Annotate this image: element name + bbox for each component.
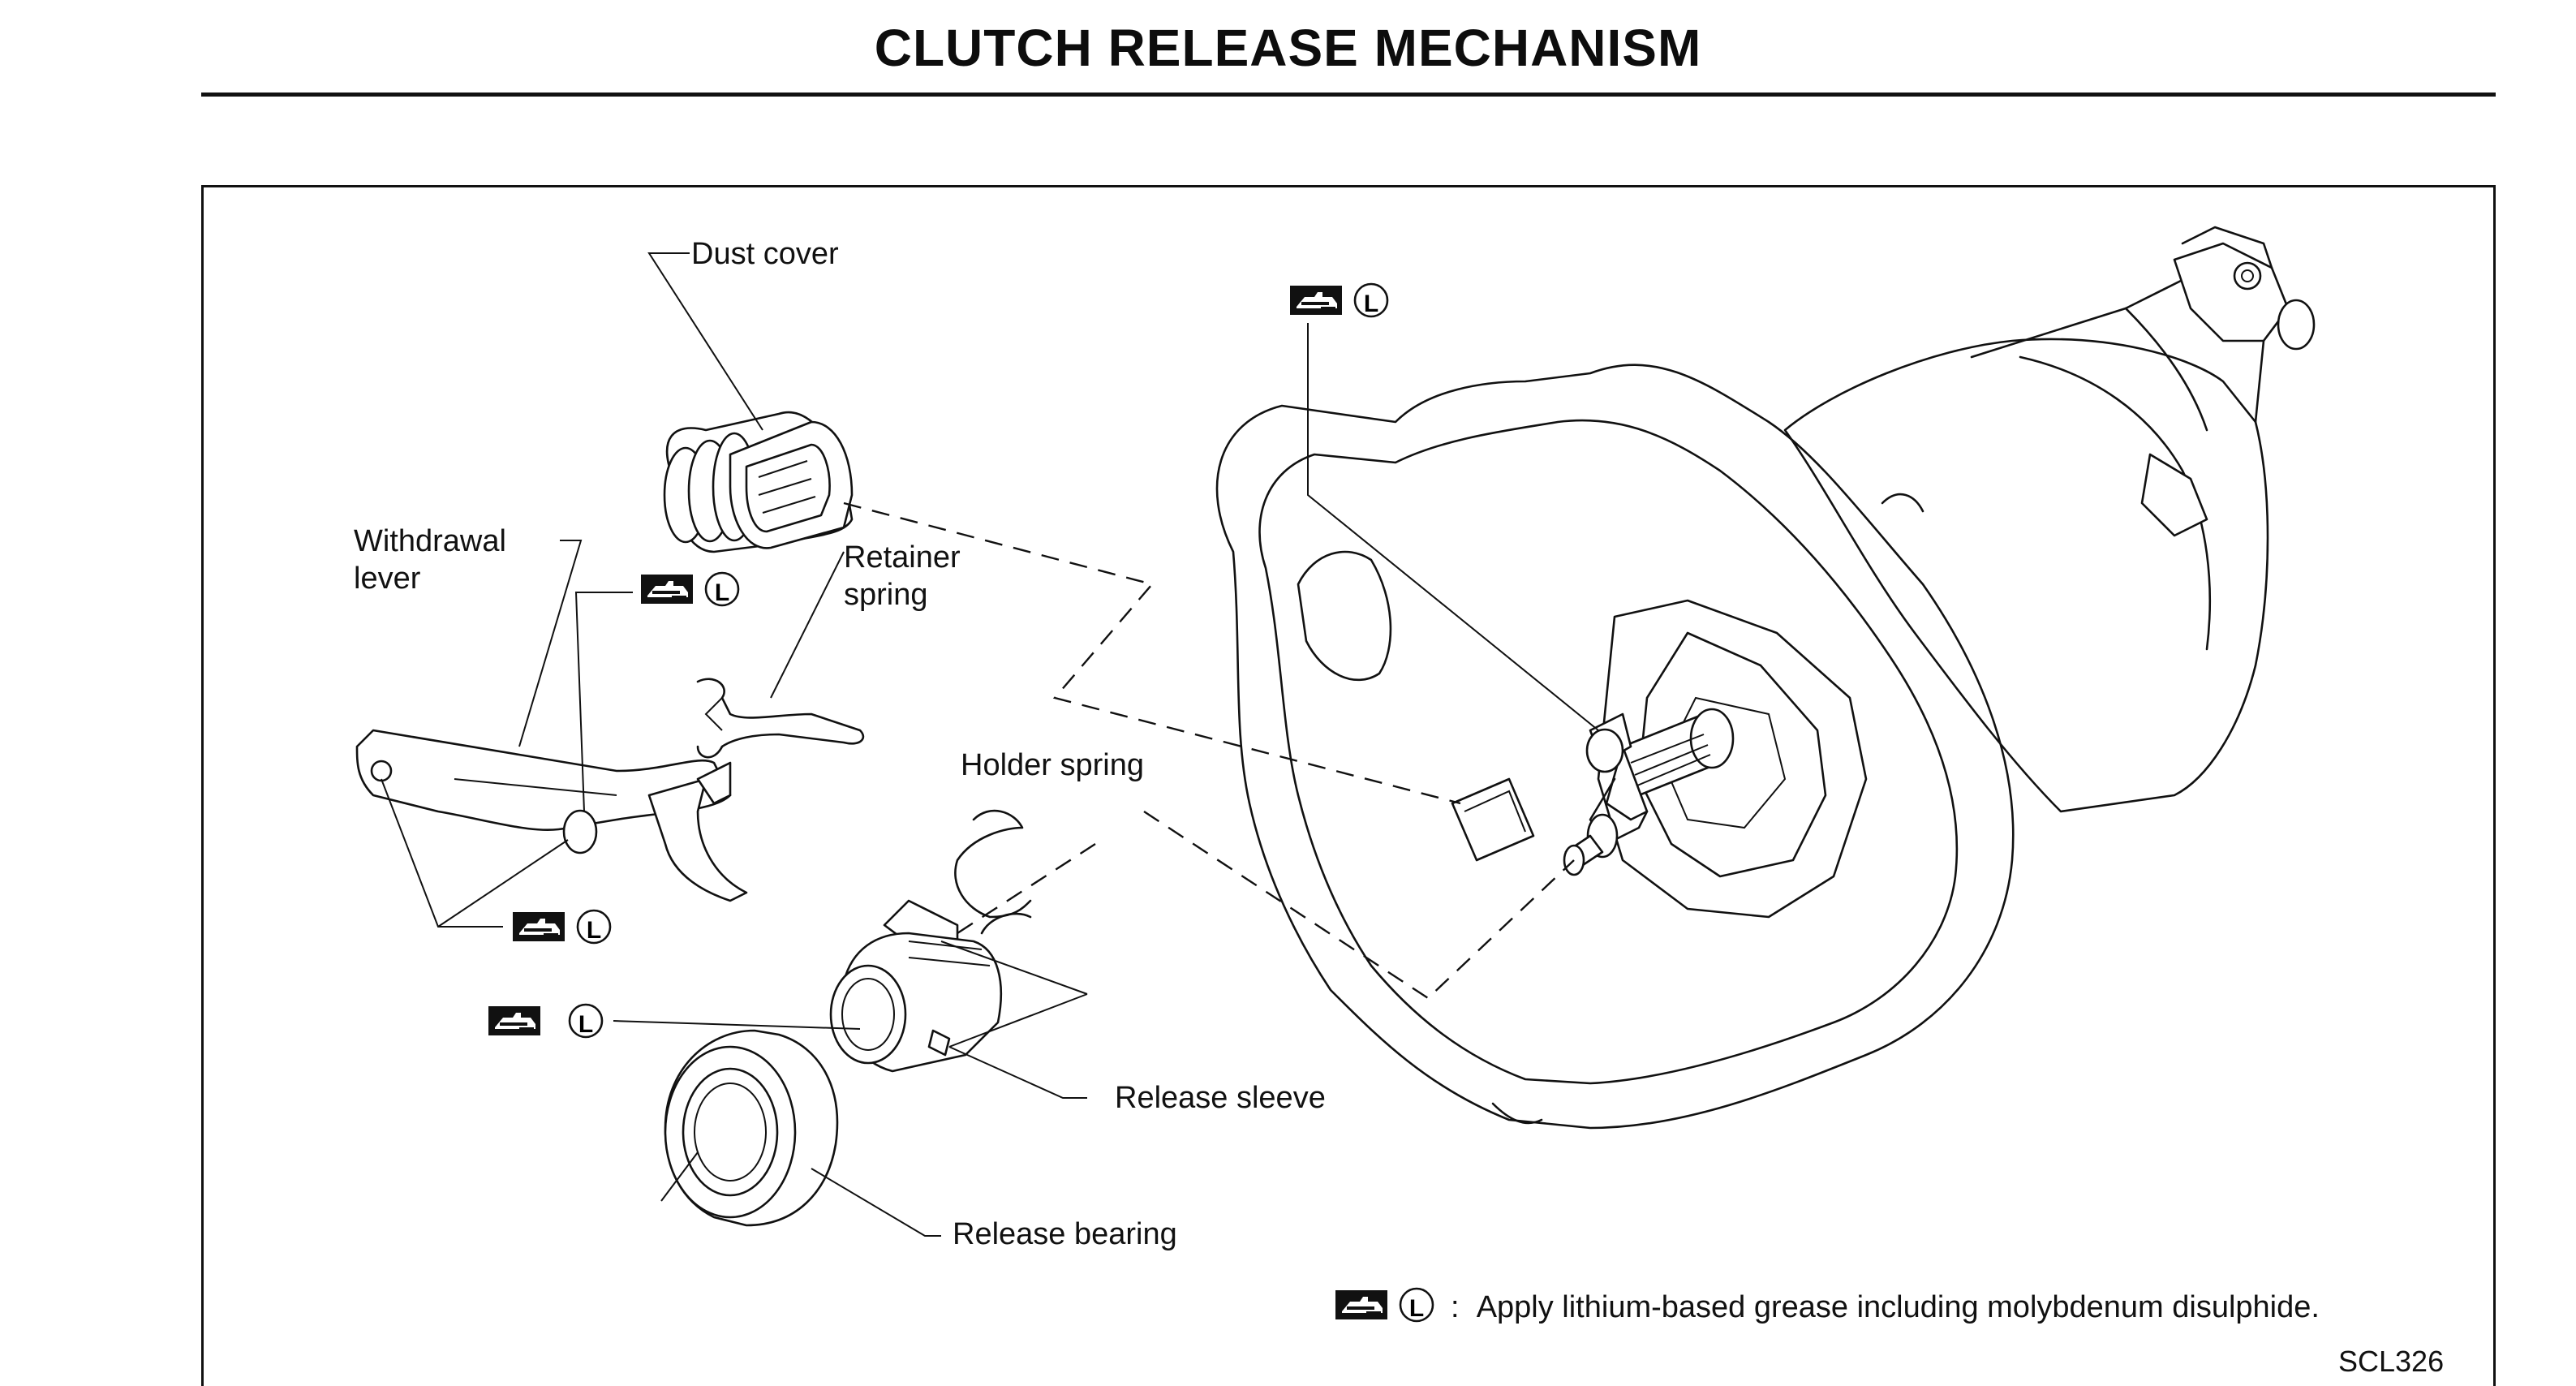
holder-spring [954, 809, 1032, 935]
grease-symbols [488, 282, 1434, 1323]
release-sleeve [829, 899, 1003, 1073]
grease-letter: L [1364, 291, 1378, 317]
label-retainer-spring: Retainer spring [844, 539, 961, 613]
label-withdrawal-lever-line1: Withdrawal [354, 524, 506, 558]
grease-note: : Apply lithium-based grease including m… [1337, 1289, 2473, 1326]
grease-note-text: Apply lithium-based grease including mol… [1476, 1290, 2320, 1324]
label-withdrawal-lever: Withdrawal lever [354, 523, 506, 597]
transmission-housing [1215, 226, 2316, 1130]
release-bearing [664, 1029, 839, 1227]
dust-cover [663, 411, 854, 553]
label-withdrawal-lever-line2: lever [354, 562, 421, 596]
grease-note-separator: : [1451, 1290, 1460, 1324]
page-title: CLUTCH RELEASE MECHANISM [874, 19, 1702, 77]
label-release-bearing: Release bearing [953, 1217, 1177, 1251]
grease-letter: L [578, 1011, 593, 1038]
grease-letter: L [715, 579, 729, 606]
label-holder-spring: Holder spring [961, 748, 1144, 782]
label-retainer-spring-line2: spring [844, 578, 928, 612]
assembly-dashed-lines [843, 501, 1575, 1000]
diagram-frame [201, 185, 2496, 1386]
pivot-ball [1585, 712, 1632, 773]
input-shaft [1563, 708, 1735, 876]
title-rule [201, 93, 2496, 97]
figure-id: SCL326 [2338, 1345, 2445, 1378]
grease-letter: L [587, 917, 601, 944]
label-retainer-spring-line1: Retainer [844, 540, 961, 575]
label-release-sleeve: Release sleeve [1115, 1081, 1326, 1115]
retainer-spring [696, 678, 865, 759]
label-dust-cover: Dust cover [691, 237, 839, 271]
withdrawal-lever [355, 729, 748, 902]
grease-letter: L [1409, 1295, 1424, 1322]
leader-lines [381, 252, 1599, 1237]
